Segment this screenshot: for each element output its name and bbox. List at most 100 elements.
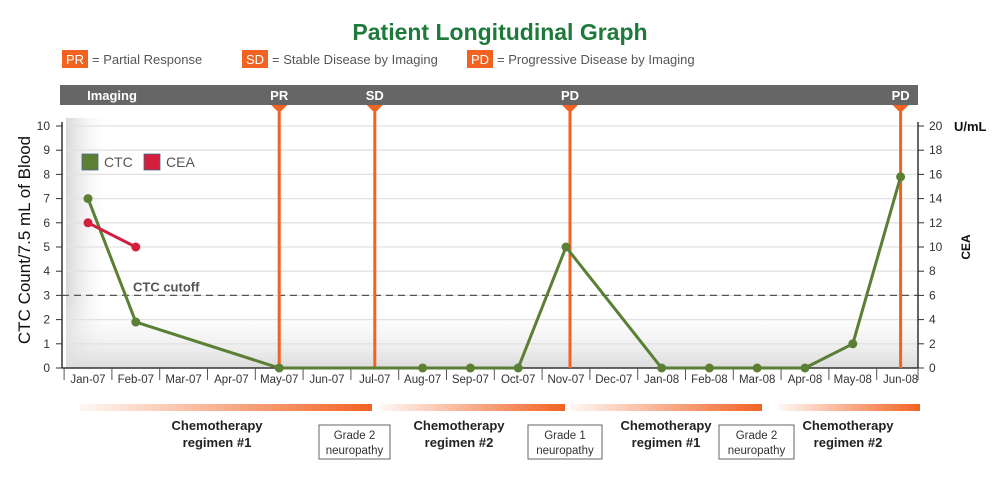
x-tick-label: May-08: [834, 374, 872, 386]
y2-tick-label: 20: [929, 119, 943, 133]
treatment-bar: [380, 404, 565, 411]
imaging-event-label: SD: [366, 88, 384, 103]
key-badge-sd: [242, 50, 268, 68]
ctc-point: [800, 363, 810, 373]
y2-axis-title: CEA: [959, 234, 973, 260]
imaging-event-marker: [892, 105, 909, 113]
y2-tick-label: 6: [929, 288, 936, 302]
x-tick-label: Feb-08: [691, 374, 727, 386]
y-tick-label: 9: [43, 143, 50, 157]
y2-tick-label: 18: [929, 143, 943, 157]
ctc-point: [131, 317, 141, 327]
cea-point: [131, 242, 141, 252]
y-tick-label: 0: [43, 361, 50, 375]
y2-tick-label: 10: [929, 240, 943, 254]
treatment-bar: [80, 404, 372, 411]
key-abbr: PD: [471, 52, 489, 67]
toxicity-line1: Grade 2: [736, 430, 778, 442]
y2-tick-label: 14: [929, 192, 943, 206]
treatment-label-line2: regimen #1: [632, 435, 701, 450]
x-tick-label: Mar-07: [165, 374, 201, 386]
x-tick-label: Apr-07: [214, 374, 249, 386]
legend-swatch-ctc: [81, 153, 99, 171]
imaging-event-label: PD: [561, 88, 579, 103]
key-badge-pr: [62, 50, 88, 68]
treatment-label-line1: Chemotherapy: [620, 418, 712, 433]
key-badge-pd: [467, 50, 493, 68]
ctc-point: [561, 242, 571, 252]
imaging-event-marker: [562, 105, 578, 113]
y2-tick-label: 4: [929, 313, 936, 327]
key-text: = Partial Response: [92, 52, 202, 67]
key-abbr: SD: [246, 52, 264, 67]
cea-line: [87, 221, 137, 249]
treatment-label-line2: regimen #2: [425, 435, 494, 450]
treatment-label-line2: regimen #2: [814, 435, 883, 450]
x-tick-label: Nov-07: [547, 374, 584, 386]
y-tick-label: 7: [43, 192, 50, 206]
ctc-point: [418, 363, 428, 373]
x-tick-label: Feb-07: [118, 374, 154, 386]
plot-shade-bottom: [66, 300, 918, 368]
toxicity-box: [718, 424, 795, 460]
y-tick-label: 6: [43, 216, 50, 230]
y-tick-label: 1: [43, 337, 50, 351]
y2-tick-label: 2: [929, 337, 936, 351]
x-tick-label: Dec-07: [595, 374, 632, 386]
imaging-bar: [60, 85, 918, 105]
x-tick-label: Jun-07: [309, 374, 344, 386]
key-text: = Progressive Disease by Imaging: [497, 52, 695, 67]
toxicity-line2: neuropathy: [326, 445, 384, 457]
y-tick-label: 2: [43, 313, 50, 327]
y2-tick-label: 16: [929, 167, 943, 181]
toxicity-box: [527, 424, 603, 460]
ctc-point: [848, 339, 858, 349]
y-tick-label: 8: [43, 167, 50, 181]
y2-tick-label: 12: [929, 216, 943, 230]
imaging-event-marker: [271, 105, 288, 113]
y-tick-label: 5: [43, 240, 50, 254]
key-abbr: PR: [66, 52, 84, 67]
key-text: = Stable Disease by Imaging: [272, 52, 438, 67]
ctc-point: [752, 363, 762, 373]
ctc-point: [513, 363, 523, 373]
chart-title: Patient Longitudinal Graph: [352, 19, 647, 45]
y-tick-label: 10: [37, 119, 51, 133]
ctc-cutoff-label: CTC cutoff: [133, 279, 200, 294]
treatment-bar: [570, 404, 762, 411]
imaging-key: PR = Partial Response SD = Stable Disease b…: [62, 50, 695, 68]
ctc-point: [657, 363, 667, 373]
imaging-event-label: PR: [270, 88, 289, 103]
toxicity-line2: neuropathy: [536, 445, 594, 457]
y-tick-label: 4: [43, 264, 50, 278]
x-tick-label: Apr-08: [788, 374, 823, 386]
cea-point: [83, 218, 93, 228]
treatment-label-line1: Chemotherapy: [802, 418, 894, 433]
toxicity-line2: neuropathy: [728, 445, 786, 457]
ctc-point: [896, 172, 906, 182]
x-tick-label: Aug-07: [404, 374, 441, 386]
legend-label: CEA: [166, 154, 195, 170]
imaging-label: Imaging: [87, 88, 137, 103]
y-tick-label: 3: [43, 288, 50, 302]
treatment-label-line1: Chemotherapy: [413, 418, 505, 433]
y2-tick-label: 8: [929, 264, 936, 278]
ctc-point: [274, 363, 284, 373]
y2-tick-label: 0: [929, 361, 936, 375]
x-tick-label: Jan-08: [644, 374, 679, 386]
y-axis-title: CTC Count/7.5 mL of Blood: [15, 136, 34, 344]
x-tick-label: Sep-07: [452, 374, 489, 386]
x-tick-label: May-07: [260, 374, 298, 386]
x-tick-label: Mar-08: [739, 374, 775, 386]
x-tick-label: Jan-07: [70, 374, 105, 386]
ctc-point: [465, 363, 475, 373]
toxicity-line1: Grade 1: [544, 430, 586, 442]
imaging-event-label: PD: [892, 88, 910, 103]
treatment-bar: [778, 404, 920, 411]
treatment-label-line1: Chemotherapy: [171, 418, 263, 433]
ctc-point: [83, 194, 93, 204]
toxicity-box: [318, 424, 391, 460]
legend-label: CTC: [104, 154, 133, 170]
x-tick-label: Oct-07: [501, 374, 536, 386]
